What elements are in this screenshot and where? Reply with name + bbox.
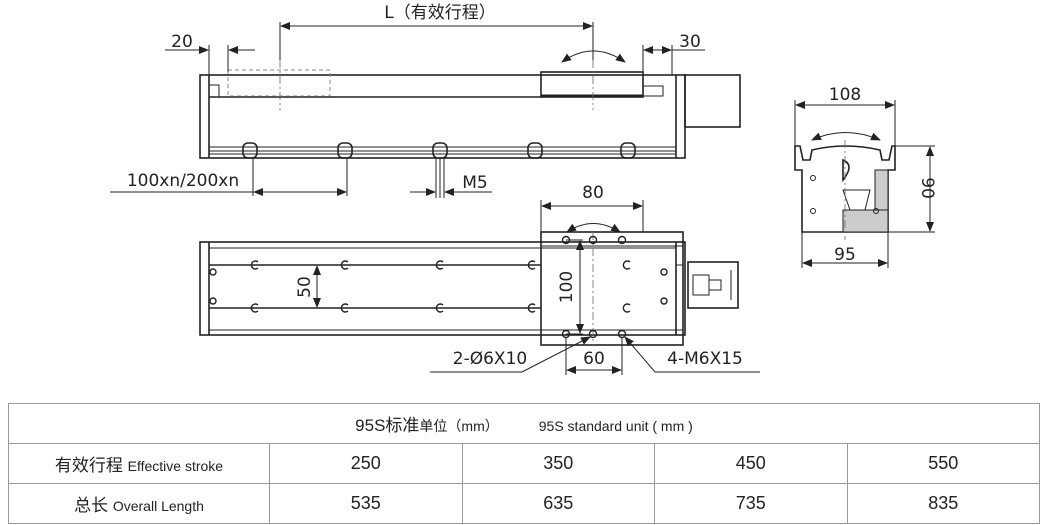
label-cn: 总长 [74, 496, 109, 515]
carriage-hole-span-label: 100 [557, 271, 577, 303]
hole-pitch-60-label: 60 [583, 349, 605, 369]
hole-pitch-label: 100xn/200xn [127, 171, 239, 191]
table-cell: 535 [269, 483, 463, 524]
tapped-holes-label: 4-M6X15 [667, 349, 743, 369]
top-view: L（有效行程） 20 30 100xn/200xn M5 [110, 3, 741, 198]
table-cell: 835 [846, 483, 1040, 524]
title-cn-unit: 单位（mm） [419, 418, 499, 434]
label-cn: 有效行程 [54, 456, 123, 475]
rail-spacing-label: 50 [295, 276, 315, 298]
label-en: Effective stroke [127, 458, 224, 474]
right-offset-label: 30 [679, 32, 701, 52]
row-label: 有效行程 Effective stroke [8, 443, 270, 484]
table-row: 有效行程 Effective stroke 250 350 450 550 [8, 443, 1040, 484]
stroke-label: L（有效行程） [384, 3, 495, 23]
title-en: 95S standard unit ( mm ) [538, 418, 693, 434]
mounting-holes [242, 142, 636, 159]
table-cell: 550 [846, 443, 1040, 484]
height-label: 90 [917, 177, 937, 199]
table-title: 95S标准单位（mm） 95S standard unit ( mm ) [8, 403, 1040, 444]
table-cell: 450 [654, 443, 848, 484]
table-row: 总长 Overall Length 535 635 735 835 [8, 483, 1040, 524]
top-width-label: 108 [829, 85, 861, 105]
thread-label: M5 [462, 173, 487, 193]
row-label: 总长 Overall Length [8, 483, 270, 524]
carriage-width-label: 80 [582, 183, 604, 203]
table-cell: 735 [654, 483, 848, 524]
table-cell: 635 [461, 483, 655, 524]
side-view: 108 90 95 [794, 85, 937, 268]
pin-holes-label: 2-Ø6X10 [453, 349, 527, 369]
technical-drawing: L（有效行程） 20 30 100xn/200xn M5 [110, 3, 937, 375]
spec-table: 95S标准单位（mm） 95S standard unit ( mm ) 有效行程… [8, 403, 1040, 524]
base-width-label: 95 [834, 245, 856, 265]
label-en: Overall Length [112, 498, 204, 514]
table-header-row: 95S标准单位（mm） 95S standard unit ( mm ) [8, 403, 1040, 444]
table-cell: 250 [269, 443, 463, 484]
left-offset-label: 20 [171, 32, 193, 52]
bottom-view: 80 100 50 60 2-Ø6X10 4-M6X15 [199, 183, 760, 375]
table-cell: 350 [461, 443, 655, 484]
title-cn: 95S标准 [355, 416, 420, 435]
